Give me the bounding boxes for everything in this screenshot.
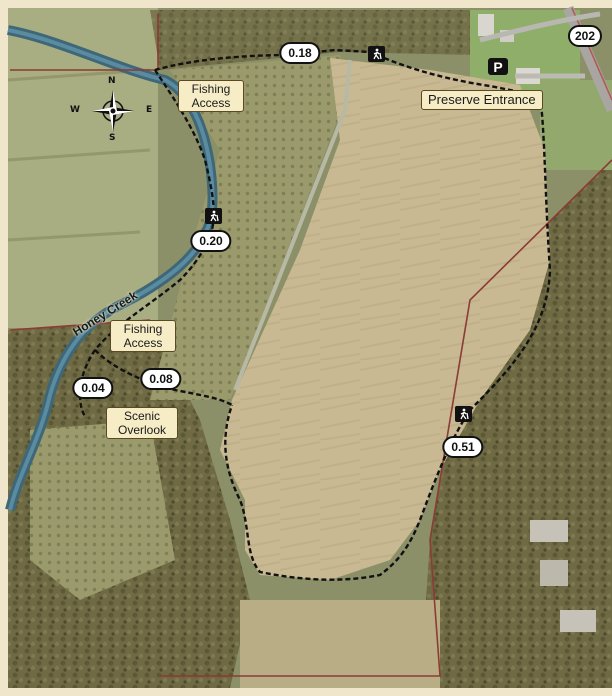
label-fishing-access-north: Fishing Access: [178, 80, 244, 112]
hiker-icon: [368, 46, 385, 62]
route-shield: 202: [567, 25, 603, 47]
compass-south: S: [109, 133, 116, 143]
distance-marker-overlook: 0.04: [72, 377, 114, 399]
distance-marker-east: 0.51: [442, 436, 484, 458]
orchard-north: [150, 55, 345, 400]
hiker-icon: [455, 406, 472, 422]
meadow: [220, 58, 550, 580]
parking-icon: P: [488, 58, 508, 75]
label-scenic-overlook: Scenic Overlook: [106, 407, 178, 439]
distance-marker-spur: 0.08: [140, 368, 182, 390]
compass-west: W: [70, 105, 80, 115]
compass-east: E: [146, 105, 153, 115]
compass-rose-icon: [92, 90, 134, 132]
compass-north: N: [108, 76, 116, 86]
hiker-icon: [205, 208, 222, 224]
label-fishing-access-south: Fishing Access: [110, 320, 176, 352]
property-line: [9, 14, 612, 677]
distance-marker-north: 0.18: [279, 42, 321, 64]
distance-marker-west: 0.20: [190, 230, 232, 252]
label-preserve-entrance: Preserve Entrance: [421, 90, 543, 110]
orchard-south: [30, 420, 175, 600]
woods-east: [420, 160, 612, 688]
